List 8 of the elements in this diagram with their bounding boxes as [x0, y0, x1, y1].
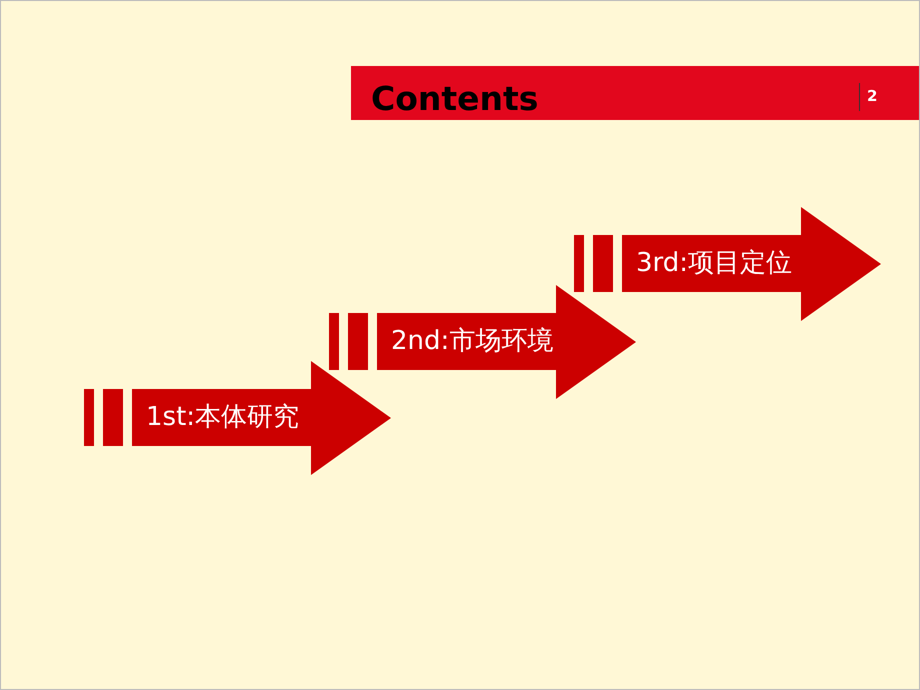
arrow-label: 1st:本体研究 — [146, 401, 300, 433]
arrow-shape — [377, 285, 636, 399]
arrow-shape — [132, 361, 391, 475]
slide-title: Contents — [371, 79, 538, 119]
arrow-label: 2nd:市场环境 — [391, 325, 554, 357]
arrow-label: 3rd:项目定位 — [636, 247, 792, 279]
arrow-shape — [622, 207, 881, 321]
page-number: 2 — [867, 87, 878, 105]
